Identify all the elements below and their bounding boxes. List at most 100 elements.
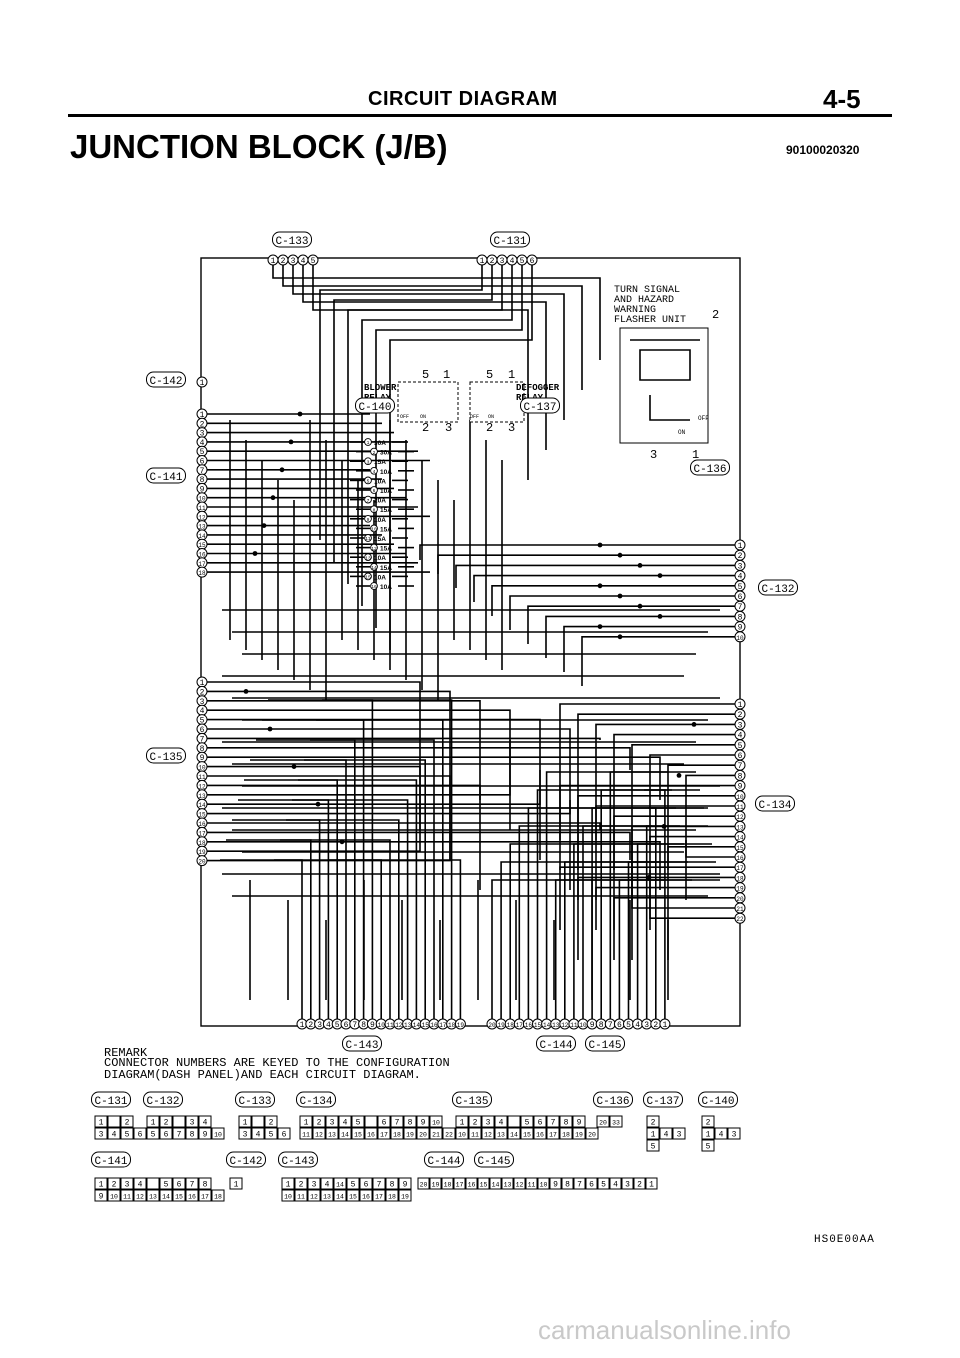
face-c141-cell	[159, 1189, 173, 1202]
c143-pin-19: 19	[457, 1022, 465, 1029]
face-c143-cell	[398, 1177, 412, 1190]
wire	[613, 897, 735, 960]
flasher-label-2: AND HAZARD	[614, 295, 674, 306]
face-c135-cell	[572, 1115, 586, 1128]
c141-label: C-141	[149, 472, 182, 484]
face-c141-pin-17: 17	[201, 1194, 209, 1201]
wire	[419, 544, 735, 560]
page-title: JUNCTION BLOCK (J/B)	[70, 128, 448, 165]
c134-pin-6: 6	[738, 752, 743, 761]
face-c135-cell	[481, 1115, 495, 1128]
face-c145-label-frame	[474, 1151, 514, 1168]
face-c132-label: C-132	[146, 1096, 179, 1108]
fuse-6-rating: 10A	[380, 488, 392, 495]
face-c134-pin-11: 11	[302, 1132, 310, 1139]
face-c134-cell	[351, 1127, 365, 1140]
fuse-1-number: 1	[367, 440, 370, 446]
wire	[559, 866, 735, 870]
section-title: CIRCUIT DIAGRAM	[368, 88, 558, 110]
face-c135-cell	[520, 1127, 534, 1140]
face-c137-label: C-137	[646, 1096, 679, 1108]
figure-code: HS0E00AA	[814, 1234, 875, 1246]
face-c141-pin-10: 10	[110, 1194, 118, 1201]
c132-pin-9: 9	[738, 624, 743, 633]
wire	[649, 754, 735, 840]
c136-pin-1: 1	[692, 448, 699, 462]
wire	[509, 595, 735, 630]
c143-pin-2: 2	[308, 1021, 313, 1030]
wire	[527, 605, 735, 644]
flasher-label-1: TURN SIGNAL	[614, 285, 680, 296]
c134-pin-8: 8	[738, 772, 743, 781]
fuse-16-rating: 10A	[380, 584, 392, 591]
face-c135-pin-7: 7	[551, 1119, 556, 1128]
face-c131-cell	[120, 1115, 134, 1128]
c133-pin-4: 4	[301, 257, 306, 266]
c137-pin-1: 1	[508, 368, 515, 382]
wire	[282, 265, 583, 390]
c133-pin-1: 1	[271, 257, 276, 266]
face-c141-pin-3: 3	[125, 1181, 130, 1190]
face-c144-cell	[645, 1177, 658, 1190]
face-c135-cell	[559, 1115, 573, 1128]
face-c144-pin-13: 13	[504, 1182, 512, 1189]
c144-145-pin-8: 8	[599, 1021, 604, 1030]
face-c133-pin-3: 3	[243, 1131, 248, 1140]
face-c143-pin-5: 5	[351, 1181, 356, 1190]
face-c131-label: C-131	[94, 1096, 127, 1108]
flasher-unit-box	[619, 327, 709, 444]
face-c135-cell	[507, 1127, 521, 1140]
page-number: 4-5	[823, 84, 861, 114]
c144-145-pin-11: 11	[570, 1022, 578, 1029]
face-c144-cell	[453, 1177, 466, 1190]
face-c137-cell	[646, 1139, 660, 1152]
fuse-12-rating: 15A	[380, 546, 392, 553]
wire	[250, 759, 347, 1019]
face-c132-pin-10: 10	[214, 1132, 222, 1139]
blower-relay-on: ON	[420, 414, 426, 420]
face-c143-pin-7: 7	[377, 1181, 382, 1190]
face-c144-label: C-144	[427, 1156, 460, 1168]
c134-pin-16: 16	[736, 855, 744, 862]
face-c137-pin-5: 5	[651, 1143, 656, 1152]
c143-label-frame	[342, 1035, 382, 1052]
face-c133-pin-1: 1	[243, 1119, 248, 1128]
face-c144-cell	[633, 1177, 646, 1190]
face-c144-pin-10: 10	[540, 1182, 548, 1189]
c132-label: C-132	[761, 584, 794, 596]
c134-pin-22: 22	[736, 916, 744, 923]
face-c144-pin-19: 19	[432, 1182, 440, 1189]
face-c141-cell	[133, 1177, 147, 1190]
defogger-relay-off: OFF	[470, 414, 479, 420]
c131-pin-6: 6	[530, 257, 535, 266]
face-c136-pin-20: 20	[599, 1120, 607, 1127]
c143-pin-17: 17	[439, 1022, 447, 1029]
wire	[473, 574, 735, 602]
wire	[581, 636, 735, 686]
junction-dot	[243, 689, 249, 694]
c136-label-frame	[690, 459, 730, 476]
face-c144-cell	[561, 1177, 574, 1190]
c143-pin-12: 12	[395, 1022, 403, 1029]
wire	[437, 554, 735, 574]
fuse-4-rating: 10A	[380, 469, 392, 476]
face-c135-pin-9: 9	[577, 1119, 582, 1128]
face-c134-cell	[364, 1115, 378, 1128]
face-c141-cell	[120, 1189, 134, 1202]
wire	[577, 876, 735, 900]
face-c144-pin-3: 3	[625, 1181, 630, 1190]
face-c134-pin-14: 14	[341, 1132, 349, 1139]
fuse-9-number: 9	[367, 517, 370, 523]
c140-pin-3: 3	[445, 421, 452, 435]
face-c143-cell	[372, 1189, 386, 1202]
face-c132-label-frame	[143, 1091, 183, 1108]
c143-pin-5: 5	[335, 1021, 340, 1030]
c140-pin-1: 1	[443, 368, 450, 382]
face-c144-cell	[465, 1177, 478, 1190]
face-c134-cell	[351, 1115, 365, 1128]
face-c133-pin-6: 6	[282, 1131, 287, 1140]
face-c132-cell	[146, 1115, 160, 1128]
fuse-14-rating: 15A	[380, 565, 392, 572]
face-c135-pin-13: 13	[497, 1132, 505, 1139]
defogger-relay-label-1: DEFOGGER	[516, 383, 560, 393]
